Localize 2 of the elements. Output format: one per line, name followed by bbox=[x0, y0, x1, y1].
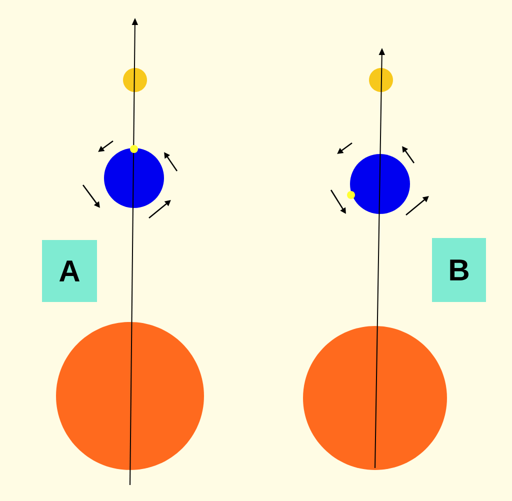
label-box: B bbox=[432, 238, 486, 302]
label-box: A bbox=[42, 240, 97, 302]
